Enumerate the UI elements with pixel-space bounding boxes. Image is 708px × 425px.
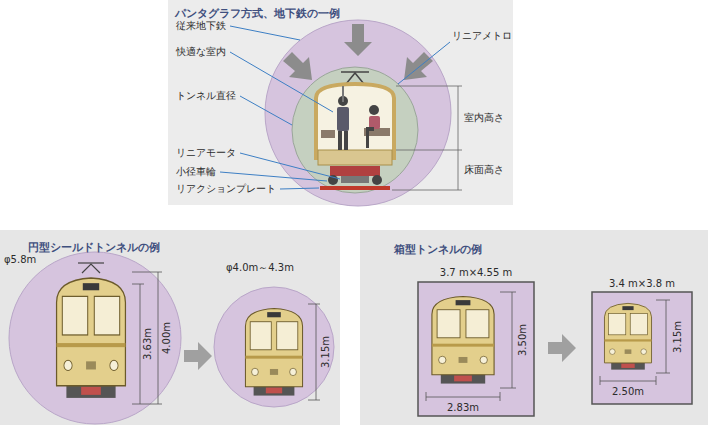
dimension-label: 3.15m bbox=[672, 321, 684, 353]
dimension-line bbox=[316, 304, 317, 400]
extension-line bbox=[500, 392, 501, 401]
extension-line bbox=[500, 292, 516, 293]
pantograph-head bbox=[78, 262, 104, 263]
height-dimensions bbox=[392, 86, 462, 190]
arrow bbox=[184, 342, 212, 370]
panel-ground bbox=[360, 230, 708, 425]
train-front bbox=[57, 278, 126, 398]
box-tunnel-large bbox=[418, 282, 534, 416]
part-label: 床面高さ bbox=[464, 164, 504, 176]
pressure-arrows bbox=[283, 24, 433, 80]
part-label: 小径車輪 bbox=[176, 166, 216, 178]
extension-line bbox=[308, 400, 320, 401]
dimensions bbox=[426, 292, 516, 401]
extension-line bbox=[600, 376, 601, 385]
body bbox=[337, 107, 349, 131]
arrow bbox=[283, 52, 312, 80]
shield-tunnel-small bbox=[214, 287, 334, 407]
extension-line bbox=[656, 373, 670, 374]
extension-line bbox=[132, 284, 144, 285]
dimensions bbox=[600, 300, 670, 385]
dimension-line bbox=[600, 381, 656, 382]
extension-line bbox=[656, 376, 657, 385]
dimension-label: 3.15m bbox=[320, 336, 332, 368]
standing-passenger bbox=[337, 86, 349, 150]
dimension-line bbox=[158, 272, 159, 404]
leg bbox=[366, 130, 369, 148]
dimension-label: 3.50m bbox=[517, 324, 529, 356]
leader-lines bbox=[220, 26, 450, 189]
seat bbox=[321, 130, 335, 138]
dimension-line bbox=[426, 397, 500, 398]
small-wheel bbox=[372, 175, 382, 185]
panel-ground bbox=[0, 230, 340, 425]
underfloor bbox=[318, 150, 392, 165]
leader-line bbox=[398, 42, 450, 84]
extension-line bbox=[132, 404, 162, 405]
panel-heading: 円型シールドトンネルの例 bbox=[28, 240, 160, 255]
dimension-label: φ4.0m～4.3m bbox=[226, 262, 294, 274]
dimension-label: φ5.8m bbox=[4, 254, 36, 266]
leader-line bbox=[230, 52, 333, 112]
dimension-line bbox=[666, 300, 667, 373]
leader-line bbox=[280, 188, 319, 189]
extension-line bbox=[308, 304, 320, 305]
height-dimensions bbox=[308, 304, 320, 400]
part-label: リアクションプレート bbox=[176, 183, 276, 195]
part-label: リニアモータ bbox=[176, 147, 236, 159]
height-dimensions bbox=[132, 272, 162, 404]
dimension-line bbox=[458, 86, 459, 190]
part-label: 従来地下鉄 bbox=[176, 20, 226, 32]
pantograph bbox=[78, 263, 104, 273]
cabin bbox=[316, 84, 394, 158]
shield-tunnel-large bbox=[9, 252, 181, 424]
leg bbox=[338, 131, 342, 150]
head bbox=[369, 105, 379, 115]
train-front bbox=[604, 303, 651, 369]
panel-box: 箱型トンネルの例 bbox=[360, 230, 708, 425]
dimension-label: 4.00m bbox=[161, 322, 173, 354]
extension-line bbox=[500, 388, 516, 389]
extension-line bbox=[426, 392, 427, 401]
train-front bbox=[245, 308, 302, 395]
dimension-label: 2.50m bbox=[612, 386, 644, 398]
dimension-label: 3.63m bbox=[142, 328, 154, 360]
extension-line bbox=[656, 300, 670, 301]
leader-line bbox=[230, 26, 300, 40]
panel-heading: パンタグラフ方式、地下鉄の一例 bbox=[175, 6, 340, 21]
train-front bbox=[432, 296, 494, 383]
extension-line bbox=[396, 86, 462, 87]
extension-line bbox=[132, 272, 162, 273]
panel-heading: 箱型トンネルの例 bbox=[394, 242, 482, 257]
arrow bbox=[344, 24, 372, 56]
leg bbox=[344, 131, 348, 150]
dimension-line bbox=[140, 284, 141, 404]
part-label: トンネル直径 bbox=[176, 90, 236, 102]
leader-line bbox=[220, 172, 327, 181]
pantograph-head bbox=[341, 71, 369, 73]
box-tunnel-small bbox=[592, 292, 692, 404]
extension-line bbox=[396, 150, 462, 151]
dimension-label: 3.4 m×3.8 m bbox=[609, 278, 675, 290]
part-label: 快適な室内 bbox=[176, 46, 226, 58]
pantograph-arm bbox=[82, 264, 100, 273]
part-label: リニアメトロ bbox=[452, 30, 512, 42]
arrow bbox=[548, 334, 576, 362]
dimension-label: 3.7 m×4.55 m bbox=[440, 267, 512, 279]
dimension-label: 2.83m bbox=[447, 402, 479, 414]
dimension-line bbox=[512, 292, 513, 388]
seated-passenger bbox=[366, 105, 380, 148]
linear-motor bbox=[341, 176, 369, 183]
reaction-plate bbox=[320, 186, 390, 190]
strap bbox=[342, 86, 344, 102]
bogie bbox=[330, 166, 380, 176]
part-label: 室内高さ bbox=[464, 112, 504, 124]
panel-ground bbox=[168, 0, 513, 205]
extension-line bbox=[392, 190, 462, 191]
leader-line bbox=[240, 96, 292, 125]
